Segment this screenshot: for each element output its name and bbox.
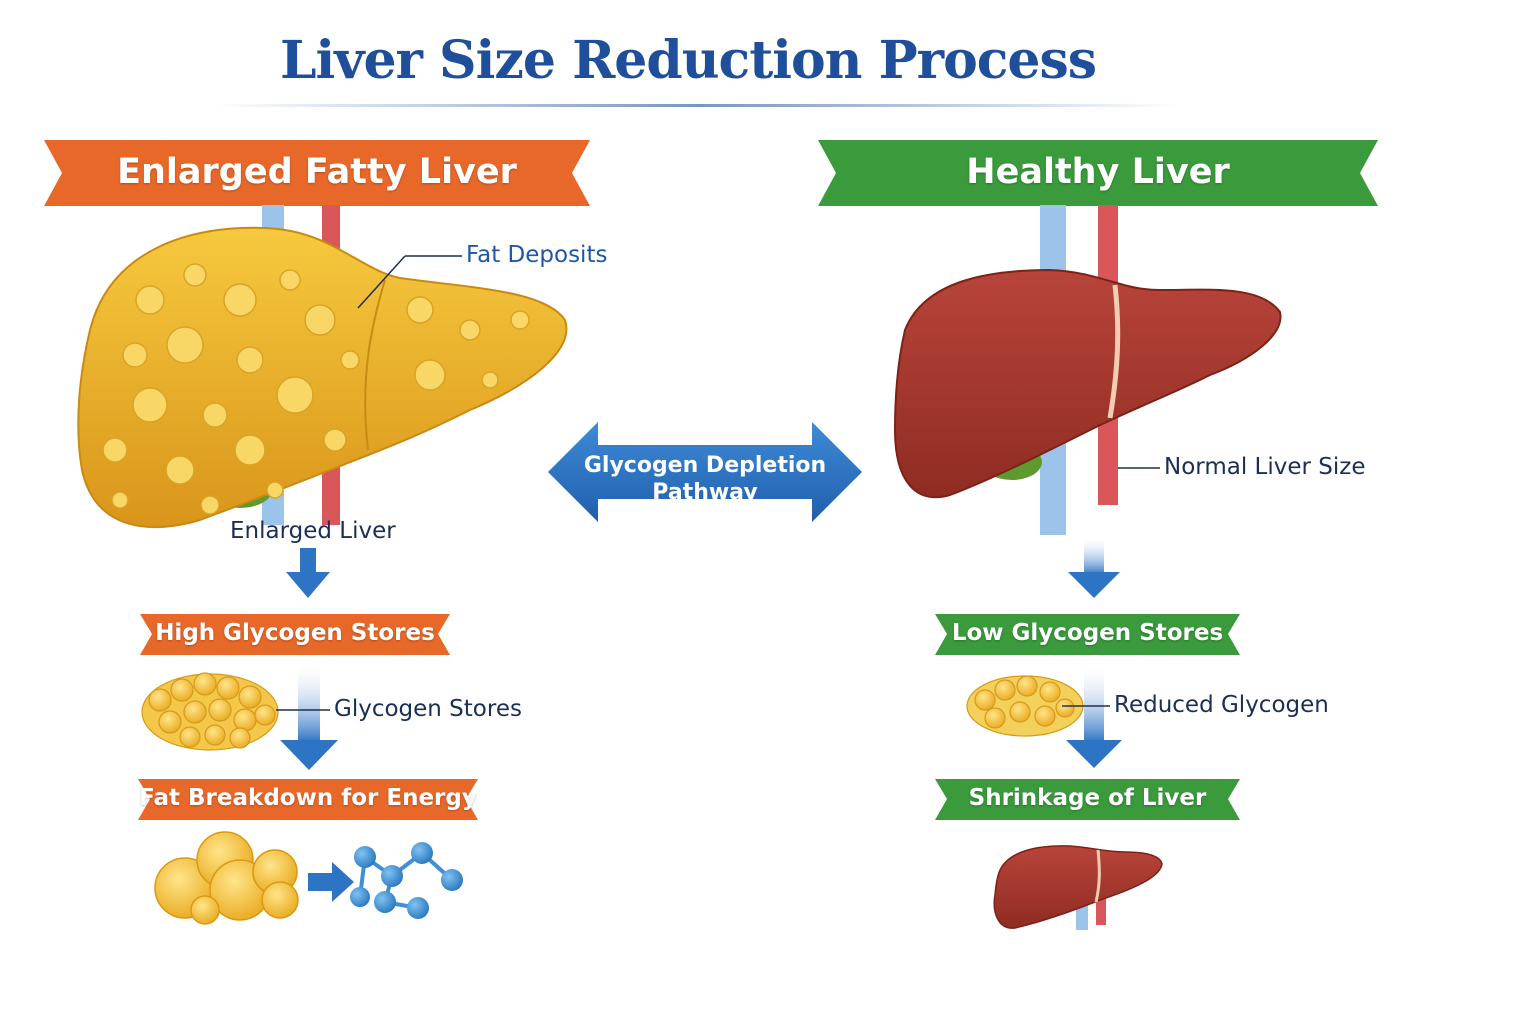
right-arrow-icon <box>308 862 354 902</box>
fatty-liver-illustration <box>77 226 568 529</box>
fat-droplets <box>102 263 530 515</box>
page-title: Liver Size Reduction Process <box>279 30 1097 91</box>
right-step2-banner <box>935 779 1240 820</box>
small-liver-illustration <box>993 845 1163 929</box>
fat-globules-icon <box>154 831 299 925</box>
left-step1-banner <box>140 614 450 655</box>
down-arrow-icon <box>1068 535 1120 598</box>
right-step1-banner <box>935 614 1240 655</box>
glycogen-stores-label: Glycogen Stores <box>334 696 522 722</box>
enlarged-liver-caption: Enlarged Liver <box>230 518 396 544</box>
left-step1-label: High Glycogen Stores <box>155 620 435 646</box>
reduced-glycogen-label: Reduced Glycogen <box>1114 692 1329 718</box>
glycogen-depletion-arrow <box>548 422 862 522</box>
down-arrow-icon <box>1066 662 1122 768</box>
fat-deposits-label: Fat Deposits <box>466 242 608 268</box>
down-arrow-icon <box>280 660 338 770</box>
right-banner-title: Healthy Liver <box>966 152 1230 192</box>
glycogen-cluster-icon <box>141 672 279 751</box>
left-banner <box>44 140 590 206</box>
right-step1-label: Low Glycogen Stores <box>951 620 1224 646</box>
left-step2-banner <box>138 779 478 820</box>
fat-deposits-leader <box>357 255 406 309</box>
healthy-liver-illustration <box>893 268 1282 499</box>
liver-ligament <box>1107 284 1121 419</box>
left-step2-label: Fat Breakdown for Energy <box>139 785 477 811</box>
down-arrow-icon <box>286 548 330 598</box>
right-banner <box>818 140 1378 206</box>
artery-icon <box>1096 880 1106 925</box>
left-banner-title: Enlarged Fatty Liver <box>117 152 517 192</box>
title-underline <box>215 104 1180 107</box>
arrow-line-1: Glycogen Depletion <box>583 453 827 478</box>
normal-liver-size-label: Normal Liver Size <box>1164 454 1366 480</box>
liver-lobe-divider <box>364 279 386 451</box>
right-step2-label: Shrinkage of Liver <box>968 785 1207 811</box>
arrow-line-2: Pathway <box>652 480 758 505</box>
glycogen-depletion-label: Glycogen Depletion Pathway <box>560 452 850 506</box>
energy-molecules-icon <box>350 842 463 919</box>
